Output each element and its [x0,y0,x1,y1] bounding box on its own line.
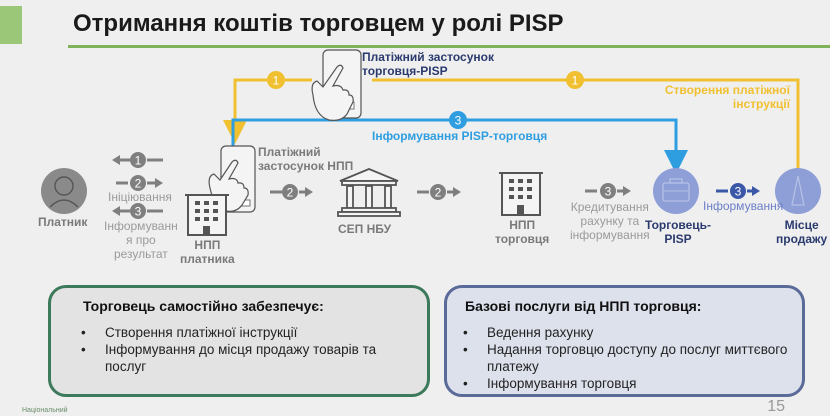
bank-services-list: Ведення рахунку Надання торговцю доступу… [459,324,799,392]
list-item: Створення платіжної інструкції [77,324,397,341]
payer-bank-building-icon [185,194,229,236]
step-badge-3-top: 3 [449,111,467,129]
payer-label: Платник [38,215,88,229]
payer-bank-label: НПП платника [180,238,235,266]
list-item: Ведення рахунку [459,324,799,341]
list-item: Інформування до місця продажу товарів та… [77,341,397,375]
step-number: 1 [273,74,280,88]
svg-text:2: 2 [435,186,442,200]
payer-app-label: Платіжний застосунок НПП [258,145,354,173]
merchant-self-list: Створення платіжної інструкції Інформува… [77,324,397,375]
inform-pisp-label: Інформування PISP-торговця [372,129,548,143]
svg-text:3: 3 [605,185,612,199]
merchant-app-label: Платіжний застосунок торговця-PISP [362,50,494,78]
footer-logo: Національний [22,407,68,414]
svg-text:3: 3 [735,185,742,199]
payer-icon [41,168,87,214]
point-of-sale-label: Місце продажу [776,218,828,246]
svg-text:1: 1 [135,154,142,168]
merchant-bank-label: НПП торговця [495,218,550,246]
point-of-sale-icon [775,168,821,214]
svg-text:2: 2 [135,177,142,191]
merchant-self-box: Торговець самостійно забезпечує: Створен… [48,285,430,397]
slide-title: Отримання коштів торговцем у ролі PISP [73,10,564,37]
list-item: Надання торговцю доступу до послуг миттє… [459,341,799,375]
svg-text:2: 2 [287,186,294,200]
merchant-pisp-briefcase-icon [653,168,699,214]
step-arrow-3-payer: 3 [112,203,163,219]
step-arrow-2-sep-bank: 2 [417,184,461,200]
page-number: 15 [767,398,785,415]
step-number: 3 [455,114,462,128]
merchant-pisp-label: Торговець- PISP [645,218,712,246]
merchant-bank-building-icon [499,172,543,216]
step-arrow-3-bank-pisp: 3 [585,183,631,199]
initiation-label: Ініціювання [108,190,172,204]
step-arrow-3-pisp-pos: 3 [716,183,760,199]
step-badge-1-top-right: 1 [566,71,584,89]
step-badge-1-top-left: 1 [267,71,285,89]
step-arrow-2-app-sep: 2 [270,184,313,200]
step-number: 1 [572,74,579,88]
step-arrow-1-payer: 1 [112,152,163,168]
slide-accent-bar [0,6,22,44]
create-instruction-label: Створення платіжної інструкції [664,83,790,111]
flow-create-instruction [223,78,800,168]
list-item: Інформування торговця [459,375,799,392]
bank-services-box: Базові послуги від НПП торговця: Ведення… [444,285,805,397]
merchant-self-heading: Торговець самостійно забезпечує: [83,298,324,314]
merchant-app-icon [311,49,362,121]
bank-services-heading: Базові послуги від НПП торговця: [465,298,702,314]
sep-label: СЕП НБУ [338,222,392,236]
sep-bank-icon [337,168,401,217]
credit-label: Кредитування рахунку та інформування [570,200,650,242]
informing-label: Інформування [703,199,784,213]
step-arrow-2-payer: 2 [116,175,163,191]
result-label: Інформуванн я про результат [104,219,178,261]
title-underline [68,45,830,48]
svg-text:3: 3 [135,205,142,219]
